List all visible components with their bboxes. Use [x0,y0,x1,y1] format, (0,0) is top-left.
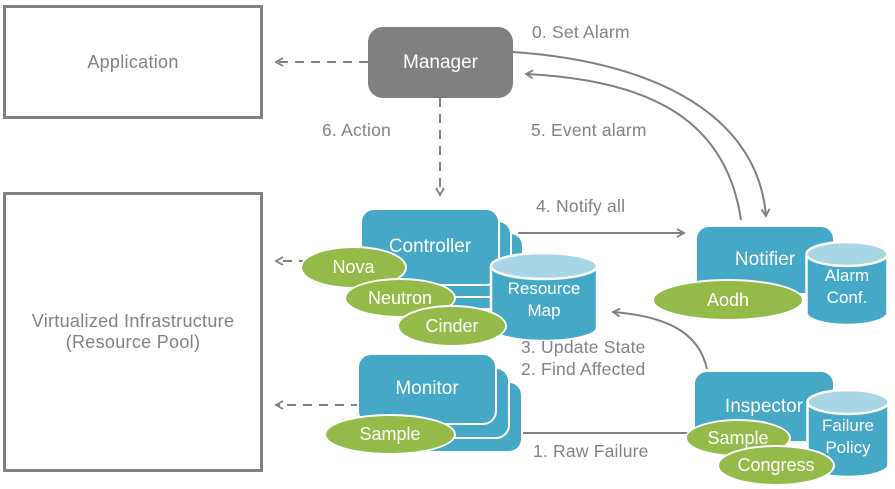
cinder-plugin-ellipse: Cinder [397,305,507,347]
event-alarm-arrow [524,69,742,221]
flow-label-find-affected: 2. Find Affected [521,359,646,379]
inspector-sample-label: Sample [707,427,769,448]
alarm-conf-cylinder [805,240,889,327]
monitor-label: Monitor [395,378,459,399]
resource-map-cylinder [489,251,599,343]
flow-label-action: 6. Action [322,120,391,140]
aodh-plugin-ellipse: Aodh [652,279,804,321]
inspector-to-resource-map-arrow [611,307,708,370]
flow-label-notify-all: 4. Notify all [536,196,626,216]
nova-label: Nova [332,257,375,277]
cinder-label: Cinder [425,315,479,336]
monitor-sample-plugin-ellipse: Sample [324,414,456,455]
nova-plugin-ellipse: Nova [300,246,407,289]
congress-label: Congress [737,455,815,475]
controller-label: Controller [388,236,472,257]
flow-label-update-state: 3. Update State [521,337,646,357]
virtualized-infrastructure-label-line2: (Resource Pool) [65,332,201,352]
congress-plugin-ellipse: Congress [717,445,835,486]
notifier-label: Notifier [734,249,796,270]
monitor-sample-label: Sample [359,424,421,444]
manager-label: Manager [403,51,478,73]
application-box: Application [3,5,263,119]
virtualized-infrastructure-box: Virtualized Infrastructure (Resource Poo… [3,192,263,472]
neutron-label: Neutron [367,287,433,308]
application-label: Application [87,51,179,72]
flow-label-raw-failure: 1. Raw Failure [533,441,649,461]
inspector-label: Inspector [724,395,804,417]
virtualized-infrastructure-label-line1: Virtualized Infrastructure [31,311,235,331]
flow-label-event-alarm: 5. Event alarm [531,120,647,140]
failure-policy-label: Failure Policy [822,416,874,457]
alarm-conf-label: Alarm Conf. [824,266,870,307]
manager-node: Manager [368,27,513,98]
set-alarm-arrow [512,51,771,218]
flow-label-set-alarm: 0. Set Alarm [532,22,630,42]
aodh-label: Aodh [706,289,750,310]
monitor-node: Monitor [357,353,497,425]
resource-map-label: Resource Map [507,279,581,320]
